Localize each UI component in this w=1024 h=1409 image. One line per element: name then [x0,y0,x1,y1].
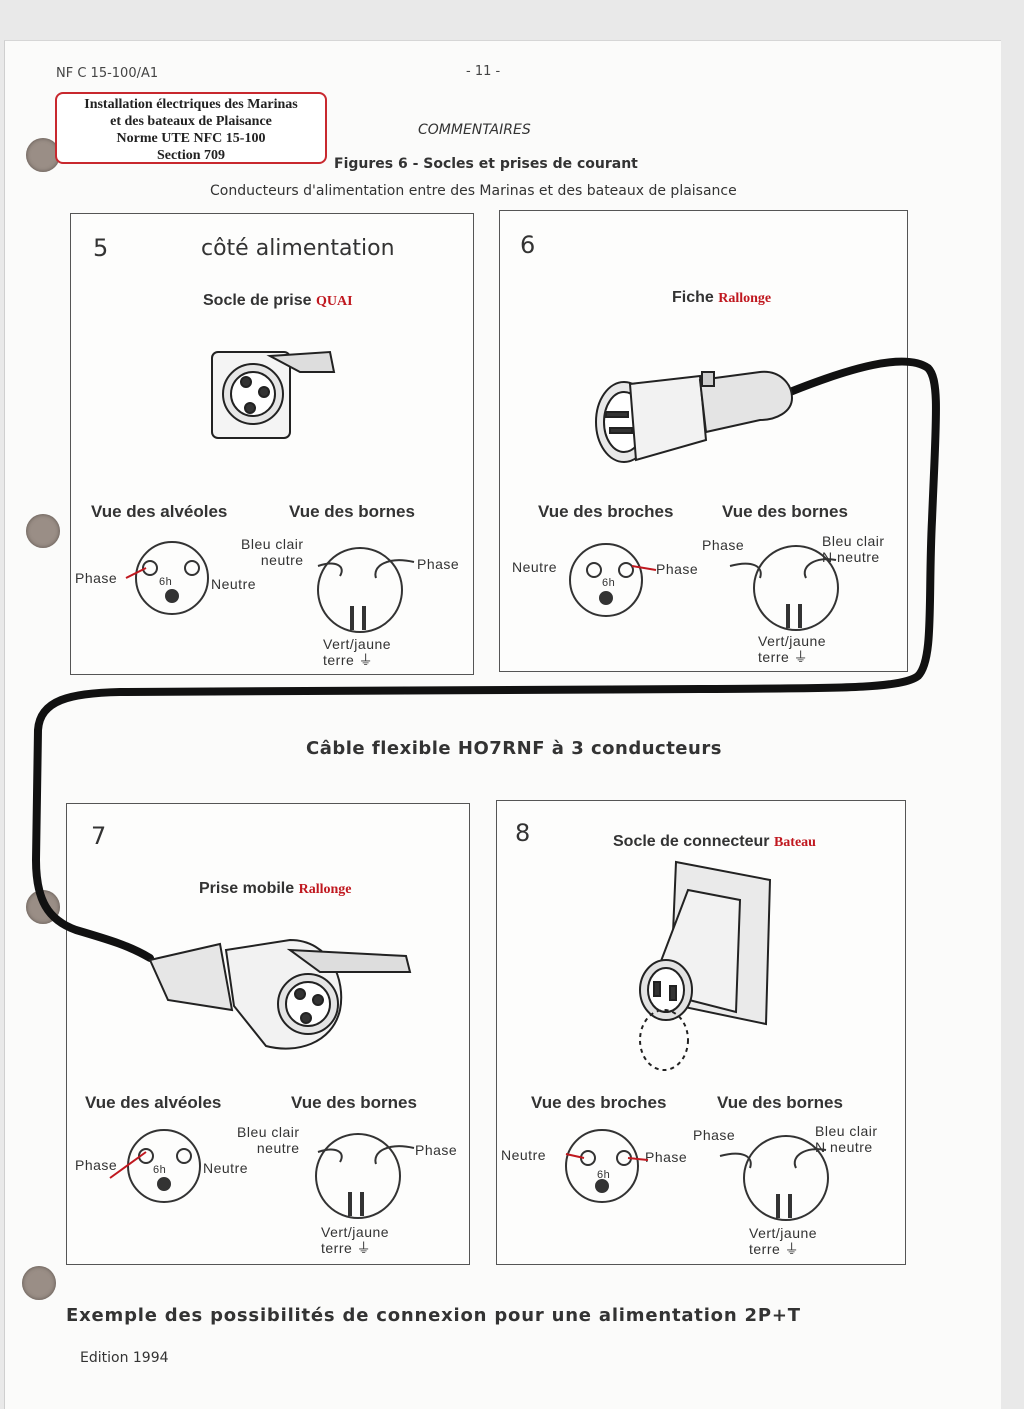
punch-hole [22,1266,56,1300]
panel-title: Fiche Rallonge [672,289,771,307]
location-tag: QUAI [315,294,353,309]
panel-8: 8 Socle de connecteur Bateau Vue des bro… [496,800,906,1265]
label-phase: Phase [645,1149,688,1165]
section-heading: COMMENTAIRES [418,122,531,138]
label-phase-borne: Phase [417,556,460,572]
label-vert-jaune: Vert/jaune terre ⏚ [749,1225,818,1257]
label-vert-jaune: Vert/jaune terre ⏚ [321,1224,390,1256]
side-label: côté alimentation [201,236,395,261]
location-tag: Bateau [773,835,816,850]
annotation-line: Section 709 [156,148,226,163]
label-phase-borne: Phase [702,537,745,553]
label-6h: 6h [159,576,173,588]
panel-7: 7 Prise mobile Rallonge Vue des alvéoles… [66,803,470,1265]
panel-number: 5 [93,234,109,262]
example-caption: Exemple des possibilités de connexion po… [66,1305,801,1326]
location-tag: Rallonge [718,291,772,306]
panel-title: Socle de prise QUAI [203,292,353,310]
cable-label: Câble flexible HO7RNF à 3 conducteurs [306,738,722,759]
standard-reference: NF C 15-100/A1 [56,66,159,81]
title-text: Socle de prise [203,292,312,309]
title-text: Prise mobile [199,880,295,897]
label-6h: 6h [602,577,616,589]
panel-title: Prise mobile Rallonge [199,880,352,898]
figure-title: Figures 6 - Socles et prises de courant [334,156,638,172]
left-view-title: Vue des alvéoles [91,502,228,521]
punch-hole [26,138,60,172]
right-view-title: Vue des bornes [289,502,415,521]
right-view-title: Vue des bornes [717,1093,843,1112]
annotation-line: et des bateaux de Plaisance [110,114,272,129]
annotation-line: Norme UTE NFC 15-100 [116,131,266,146]
label-vert-jaune: Vert/jaune terre ⏚ [323,636,392,668]
label-neutre: Neutre [203,1160,249,1176]
right-view-title: Vue des bornes [291,1093,417,1112]
label-phase: Phase [75,570,118,586]
left-view-title: Vue des broches [531,1093,667,1112]
label-neutre: Neutre [211,576,257,592]
panel-5: 5 côté alimentation Socle de prise QUAI … [70,213,474,675]
right-view-title: Vue des bornes [722,502,848,521]
title-text: Socle de connecteur [613,833,770,850]
punch-hole [26,514,60,548]
label-phase: Phase [656,561,699,577]
left-view-title: Vue des broches [538,502,674,521]
title-text: Fiche [672,289,714,306]
label-neutre: Neutre [512,559,558,575]
panel-number: 6 [520,231,536,259]
location-tag: Rallonge [298,882,352,897]
page-number: - 11 - [466,64,501,79]
label-phase-borne: Phase [415,1142,458,1158]
label-phase: Phase [75,1157,118,1173]
label-bleu-clair: Bleu clair N neutre [822,533,885,565]
figure-subtitle: Conducteurs d'alimentation entre des Mar… [210,183,737,199]
annotation-line: Installation électriques des Marinas [84,97,298,112]
annotation-box: Installation électriques des Marinas et … [55,92,327,164]
label-neutre: Neutre [501,1147,547,1163]
label-vert-jaune: Vert/jaune terre ⏚ [758,633,827,665]
label-phase-borne: Phase [693,1127,736,1143]
label-bleu-clair: Bleu clair neutre [237,1124,300,1156]
punch-hole [26,890,60,924]
edition-label: Edition 1994 [80,1350,169,1366]
left-view-title: Vue des alvéoles [85,1093,222,1112]
panel-title: Socle de connecteur Bateau [613,833,816,851]
label-bleu-clair: Bleu clair neutre [241,536,304,568]
label-6h: 6h [597,1169,611,1181]
panel-number: 8 [515,819,531,847]
panel-6: 6 Fiche Rallonge Vue des broches Vue des… [499,210,908,672]
panel-number: 7 [91,822,107,850]
label-6h: 6h [153,1164,167,1176]
label-bleu-clair: Bleu clair N neutre [815,1123,878,1155]
